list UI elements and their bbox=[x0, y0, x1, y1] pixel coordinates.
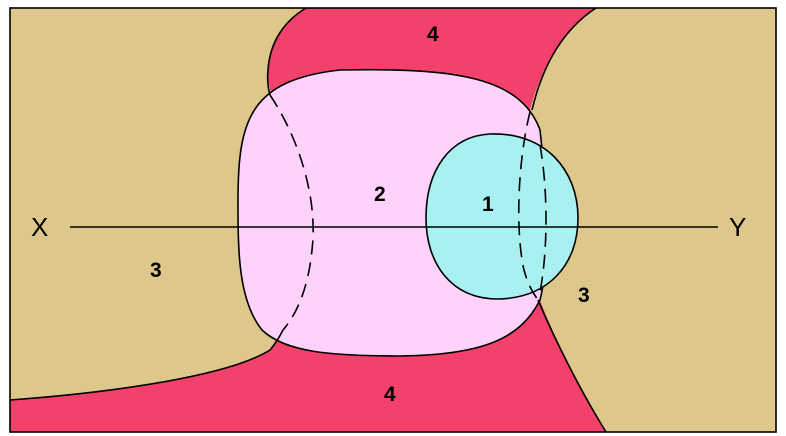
boundary-upper-left bbox=[266, 7, 307, 96]
region-label-3-left: 3 bbox=[150, 259, 162, 282]
region-label-1: 1 bbox=[482, 193, 494, 216]
region-label-2: 2 bbox=[374, 183, 386, 206]
dashed-curve-left bbox=[269, 94, 314, 331]
region-1-shape bbox=[425, 133, 579, 300]
region-label-4-bottom: 4 bbox=[384, 383, 396, 406]
boundary-upper-right bbox=[531, 7, 597, 111]
region-label-4-top: 4 bbox=[427, 23, 439, 46]
region-label-3-right: 3 bbox=[578, 284, 590, 307]
boundary-lower-left bbox=[9, 329, 284, 401]
frame-border bbox=[9, 7, 777, 433]
axis-label-y: Y bbox=[729, 212, 746, 242]
dashed-curve-right-inner bbox=[539, 144, 547, 293]
dashed-curve-right-outer bbox=[517, 111, 539, 301]
boundary-lower-right bbox=[537, 299, 607, 433]
axis-label-x: X bbox=[31, 212, 48, 242]
